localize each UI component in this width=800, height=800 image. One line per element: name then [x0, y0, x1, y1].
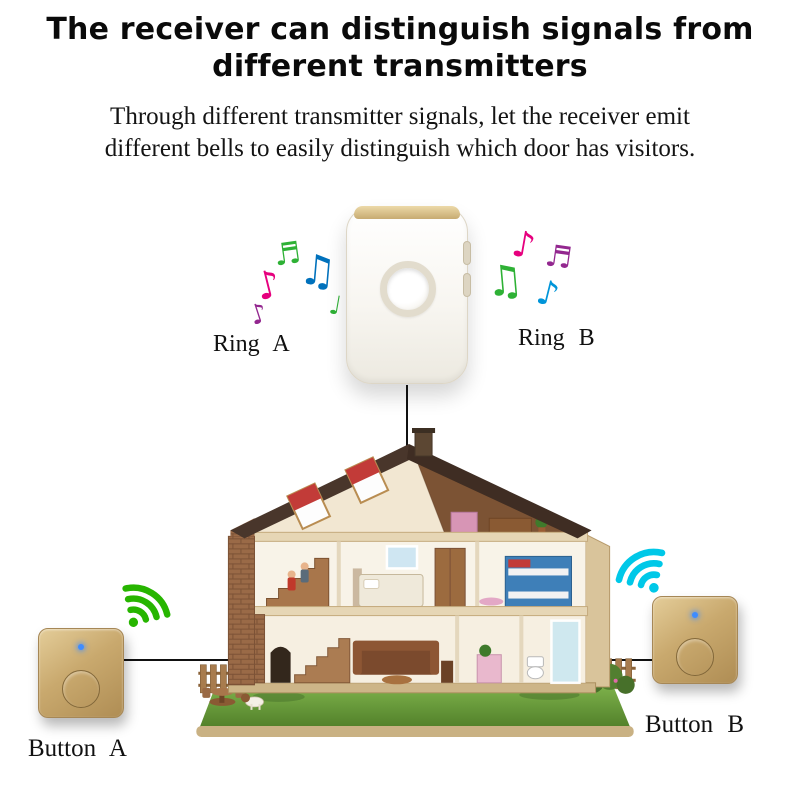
ring-a-label: Ring A — [213, 331, 290, 357]
title-line-1: The receiver can distinguish signals fro… — [46, 12, 754, 47]
connector-line-a — [123, 659, 246, 661]
lawn — [196, 686, 634, 737]
transmitter-button-a-device — [38, 628, 124, 718]
page-title: The receiver can distinguish signals fro… — [0, 12, 800, 85]
press-circle — [676, 638, 714, 676]
press-circle — [62, 670, 100, 708]
button-b-label: Button B — [645, 711, 744, 738]
button-a-label: Button A — [28, 735, 127, 762]
transmitter-button-b-device — [652, 596, 738, 684]
receiver-drop-line — [406, 385, 408, 491]
subtitle-line-2: different bells to easily distinguish wh… — [104, 135, 696, 162]
title-line-2: different transmitters — [212, 48, 588, 84]
music-note-icon: ♫ — [483, 254, 526, 307]
led-indicator — [78, 644, 84, 650]
house-cutaway-illustration — [196, 428, 636, 737]
doorbell-receiver-device — [346, 206, 471, 384]
receiver-ring-button — [380, 261, 436, 317]
music-note-icon: ♩ — [326, 290, 344, 322]
music-note-icon: ♬ — [542, 238, 575, 277]
led-indicator — [692, 612, 698, 618]
music-note-icon: ♪ — [532, 271, 564, 317]
music-note-icon: ♫ — [296, 244, 339, 297]
roof — [230, 428, 592, 539]
subtitle-line-1: Through different transmitter signals, l… — [110, 103, 690, 130]
dog — [240, 693, 264, 710]
receiver-side-button — [463, 273, 471, 297]
house-structure — [227, 458, 611, 694]
receiver-side-button — [463, 241, 471, 265]
ring-b-label: Ring B — [518, 325, 595, 351]
receiver-gold-trim — [354, 206, 460, 219]
wifi-signal-icon — [122, 584, 171, 627]
wifi-signal-icon — [615, 548, 666, 593]
subtitle: Through different transmitter signals, l… — [0, 101, 800, 165]
